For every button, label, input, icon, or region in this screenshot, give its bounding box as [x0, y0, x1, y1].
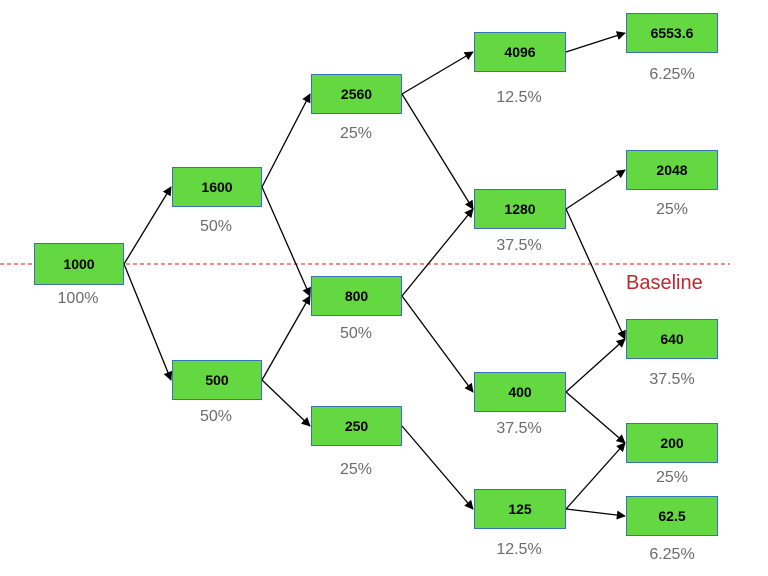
edge-arrow-n1600-to-n2560 — [261, 93, 311, 188]
node-percentage: 50% — [199, 218, 233, 235]
edge-arrow-n1280-to-n2048 — [565, 169, 626, 210]
node-200: 200 — [626, 423, 718, 463]
node-1000: 1000 — [34, 243, 124, 285]
edge-arrow-n400-to-n640 — [565, 338, 626, 393]
edge-arrow-n1600-to-n800 — [261, 186, 311, 297]
node-percentage: 12.5% — [496, 89, 542, 106]
edge-arrow-n500-to-n250 — [261, 379, 311, 427]
node-value: 2560 — [340, 86, 373, 102]
edge-arrow-n1000-to-n1600 — [123, 186, 172, 265]
node-percentage: 6.25% — [649, 66, 695, 83]
node-percentage: 50% — [199, 408, 233, 425]
edge-arrow-n400-to-n200 — [565, 391, 626, 444]
node-value: 4096 — [504, 44, 536, 60]
node-4096: 4096 — [474, 32, 566, 72]
node-value: 250 — [344, 418, 369, 434]
node-125: 125 — [474, 489, 566, 529]
edge-arrow-n1000-to-n500 — [123, 263, 173, 381]
node-percentage: 25% — [339, 461, 373, 478]
edge-arrow-n500-to-n800 — [261, 295, 311, 381]
node-value: 400 — [508, 384, 532, 400]
edge-arrow-n2560-to-n4096 — [401, 51, 474, 95]
node-value: 6553.6 — [650, 25, 694, 41]
node-value: 500 — [205, 372, 229, 388]
node-percentage: 25% — [655, 201, 689, 218]
edge-arrow-n125-to-n200 — [565, 442, 626, 510]
node-value: 62.5 — [658, 508, 686, 524]
node-value: 200 — [660, 435, 684, 451]
node-250: 250 — [311, 406, 402, 446]
edge-arrow-n250-to-n125 — [401, 425, 474, 510]
node-2048: 2048 — [626, 150, 718, 190]
node-value: 1600 — [201, 179, 233, 195]
node-6553-6: 6553.6 — [626, 13, 718, 53]
node-percentage: 12.5% — [496, 541, 542, 558]
node-value: 125 — [508, 501, 532, 517]
edge-arrow-n1280-to-n640 — [565, 208, 626, 340]
node-800: 800 — [311, 276, 402, 316]
node-percentage: 37.5% — [496, 237, 542, 254]
edge-arrow-n125-to-n62 — [565, 508, 626, 520]
node-2560: 2560 — [311, 74, 402, 114]
node-percentage: 25% — [655, 469, 689, 486]
edge-arrow-n800-to-n1280 — [401, 208, 474, 297]
node-640: 640 — [626, 319, 718, 359]
node-1280: 1280 — [474, 189, 566, 229]
edge-arrow-n2560-to-n1280 — [401, 93, 474, 210]
node-500: 500 — [172, 360, 262, 400]
node-percentage: 25% — [339, 125, 373, 142]
node-1600: 1600 — [172, 167, 262, 207]
node-percentage: 6.25% — [649, 546, 695, 563]
node-percentage: 50% — [339, 325, 373, 342]
node-percentage: 37.5% — [649, 371, 695, 388]
edge-arrow-n800-to-n400 — [401, 295, 474, 393]
edge-arrow-n4096-to-n6553 — [565, 31, 626, 53]
node-value: 800 — [344, 288, 369, 304]
node-value: 640 — [660, 331, 684, 347]
node-62-5: 62.5 — [626, 496, 718, 536]
node-value: 1280 — [504, 201, 536, 217]
node-percentage: 100% — [57, 290, 99, 307]
node-value: 2048 — [656, 162, 688, 178]
node-value: 1000 — [63, 256, 95, 272]
node-400: 400 — [474, 372, 566, 412]
baseline-label: Baseline — [626, 272, 703, 294]
edges-layer — [123, 31, 626, 520]
node-percentage: 37.5% — [496, 420, 542, 437]
